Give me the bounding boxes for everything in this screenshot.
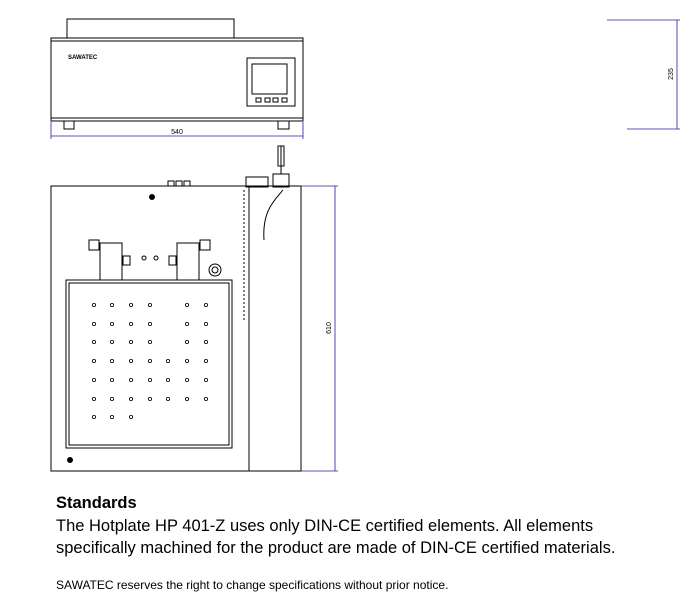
hole (110, 302, 115, 307)
hole-pattern (92, 302, 208, 419)
hole (203, 302, 208, 307)
hole (92, 396, 97, 401)
hole (147, 321, 152, 326)
hole (128, 339, 133, 344)
hole (92, 358, 97, 363)
dimension-depth (301, 185, 338, 472)
hole (92, 377, 97, 382)
hole (184, 358, 189, 363)
hole (165, 358, 170, 363)
logo: SAWATEC (68, 55, 98, 61)
top-view (50, 145, 302, 472)
hole (147, 358, 152, 363)
hole (110, 339, 115, 344)
clamp-left (88, 239, 131, 281)
disclaimer: SAWATEC reserves the right to change spe… (56, 578, 449, 592)
hole (184, 339, 189, 344)
hole (165, 396, 170, 401)
hole (128, 321, 133, 326)
standards-title: Standards (56, 494, 137, 512)
hole (110, 377, 115, 382)
hole (110, 396, 115, 401)
standards-text: The Hotplate HP 401-Z uses only DIN-CE c… (56, 515, 696, 559)
dimension-width (50, 122, 304, 139)
display-panel (246, 57, 296, 107)
dimension-width-label: 540 (171, 129, 183, 136)
front-view (50, 18, 304, 130)
hole (128, 396, 133, 401)
hole (147, 302, 152, 307)
front-foot-left (63, 120, 75, 130)
hole (128, 377, 133, 382)
dimension-height-label: 235 (668, 68, 675, 80)
hole (203, 396, 208, 401)
hole (165, 377, 170, 382)
hole (184, 377, 189, 382)
hole (128, 358, 133, 363)
hole (147, 377, 152, 382)
front-lid (66, 18, 235, 39)
cable-connector (272, 173, 290, 188)
hole (203, 358, 208, 363)
hole (110, 414, 115, 419)
dimension-height (607, 19, 680, 130)
front-body (50, 37, 304, 122)
hole (147, 396, 152, 401)
hole (203, 339, 208, 344)
hole (128, 414, 133, 419)
hole (92, 302, 97, 307)
hole (184, 321, 189, 326)
front-foot-right (277, 120, 290, 130)
hole (92, 339, 97, 344)
hole (184, 396, 189, 401)
hotplate-surface (65, 279, 233, 449)
hole (128, 302, 133, 307)
standards-line-2: specifically machined for the product ar… (56, 539, 616, 557)
hole (203, 321, 208, 326)
hole (110, 321, 115, 326)
hole (203, 377, 208, 382)
hole (110, 358, 115, 363)
knob (208, 263, 222, 277)
hole (184, 302, 189, 307)
hole (147, 339, 152, 344)
hole (92, 414, 97, 419)
hole (92, 321, 97, 326)
clamp-right (168, 239, 211, 281)
standards-line-1: The Hotplate HP 401-Z uses only DIN-CE c… (56, 517, 594, 535)
dimension-depth-label: 610 (326, 322, 333, 334)
